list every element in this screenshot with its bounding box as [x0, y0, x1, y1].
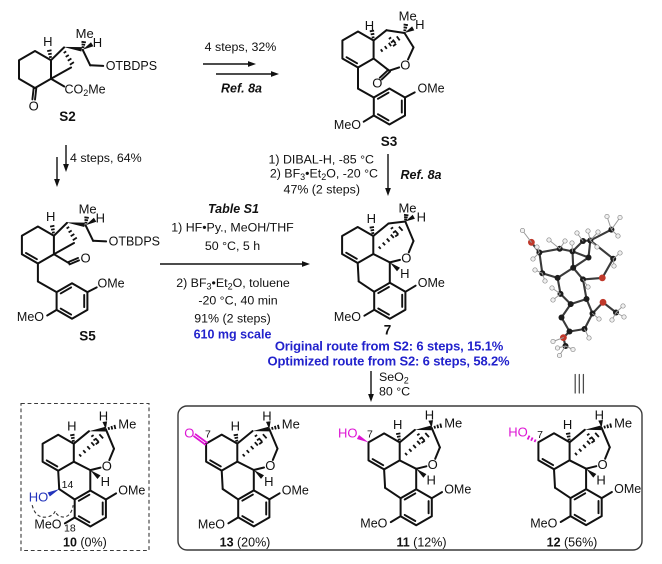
- svg-text:H: H: [367, 211, 376, 226]
- svg-text:Me: Me: [444, 415, 462, 430]
- svg-text:H: H: [393, 417, 402, 432]
- svg-text:O: O: [428, 457, 438, 472]
- svg-text:Me: Me: [76, 26, 94, 41]
- svg-text:18: 18: [64, 522, 76, 534]
- svg-text:H: H: [596, 473, 605, 488]
- svg-text:H: H: [43, 34, 52, 49]
- svg-text:-20 °C, 40 min: -20 °C, 40 min: [198, 294, 277, 308]
- svg-text:H: H: [427, 473, 436, 488]
- svg-text:O: O: [401, 251, 411, 266]
- svg-text:Me: Me: [399, 9, 417, 24]
- svg-text:MeO: MeO: [334, 118, 361, 132]
- svg-text:HO: HO: [29, 490, 49, 505]
- svg-text:14: 14: [62, 479, 74, 491]
- svg-text:MeO: MeO: [334, 310, 361, 324]
- svg-text:47% (2 steps): 47% (2 steps): [284, 183, 360, 197]
- svg-text:OMe: OMe: [614, 482, 641, 496]
- svg-text:S5: S5: [79, 329, 96, 344]
- svg-text:H: H: [231, 418, 240, 433]
- svg-text:2) BF3​•Et2​O, -20 °C: 2) BF3​•Et2​O, -20 °C: [270, 167, 378, 183]
- svg-text:Me: Me: [614, 415, 632, 430]
- svg-text:SeO2​: SeO2​: [379, 370, 409, 386]
- svg-text:2) BF3​•Et2​O, toluene: 2) BF3​•Et2​O, toluene: [176, 276, 290, 292]
- svg-text:OTBDPS: OTBDPS: [109, 234, 160, 248]
- svg-text:CO2​Me: CO2​Me: [65, 83, 106, 99]
- svg-text:11 (12%): 11 (12%): [396, 536, 446, 550]
- svg-text:Me: Me: [118, 417, 136, 432]
- svg-text:80 °C: 80 °C: [379, 385, 410, 399]
- svg-text:O: O: [102, 458, 112, 473]
- svg-text:OMe: OMe: [444, 482, 471, 496]
- svg-text:7: 7: [384, 323, 392, 338]
- svg-text:H: H: [415, 17, 424, 32]
- svg-text:Table S1: Table S1: [208, 202, 259, 216]
- svg-text:O: O: [598, 457, 608, 472]
- svg-text:H: H: [417, 209, 426, 224]
- svg-text:13 (20%): 13 (20%): [220, 536, 271, 550]
- svg-text:H: H: [96, 210, 105, 225]
- svg-text:H: H: [99, 409, 108, 424]
- svg-text:H: H: [425, 407, 434, 422]
- svg-text:Me: Me: [79, 202, 97, 217]
- svg-text:OMe: OMe: [98, 276, 125, 290]
- svg-text:MeO: MeO: [360, 516, 387, 530]
- svg-text:MeO: MeO: [34, 518, 61, 532]
- svg-text:1) DIBAL-H, -85 °C: 1) DIBAL-H, -85 °C: [269, 153, 375, 167]
- svg-text:H: H: [595, 407, 604, 422]
- svg-text:MeO: MeO: [198, 518, 225, 532]
- svg-text:Optimized route from S2: 6 ste: Optimized route from S2: 6 steps, 58.2%: [268, 354, 511, 369]
- svg-text:50 °C, 5 h: 50 °C, 5 h: [205, 239, 260, 253]
- svg-text:S2: S2: [59, 109, 76, 124]
- svg-text:H: H: [365, 18, 374, 33]
- svg-text:OTBDPS: OTBDPS: [106, 59, 157, 73]
- svg-text:H: H: [46, 209, 55, 224]
- svg-text:S3: S3: [381, 134, 398, 149]
- svg-text:MeO: MeO: [530, 516, 557, 530]
- svg-text:H: H: [264, 474, 273, 489]
- svg-text:Me: Me: [398, 201, 416, 216]
- svg-text:OMe: OMe: [418, 81, 445, 95]
- svg-text:91% (2 steps): 91% (2 steps): [194, 312, 270, 326]
- svg-text:H: H: [400, 266, 409, 281]
- svg-text:O: O: [184, 425, 194, 440]
- svg-text:OMe: OMe: [418, 276, 445, 290]
- svg-text:Original route from S2: 6 step: Original route from S2: 6 steps, 15.1%: [275, 339, 504, 354]
- svg-text:O: O: [265, 458, 275, 473]
- svg-text:4 steps, 64%: 4 steps, 64%: [70, 151, 142, 165]
- svg-text:H: H: [262, 409, 271, 424]
- svg-text:Ref. 8a: Ref. 8a: [401, 168, 442, 182]
- svg-text:O: O: [372, 76, 382, 91]
- svg-text:HO: HO: [338, 425, 358, 440]
- svg-text:H: H: [67, 419, 76, 434]
- svg-text:O: O: [400, 58, 410, 73]
- svg-text:4 steps, 32%: 4 steps, 32%: [205, 40, 277, 54]
- svg-text:7: 7: [205, 429, 211, 441]
- svg-text:7: 7: [367, 428, 373, 440]
- svg-text:H: H: [563, 417, 572, 432]
- svg-text:H: H: [93, 35, 102, 50]
- svg-text:OMe: OMe: [118, 484, 145, 498]
- svg-text:HO: HO: [508, 425, 528, 440]
- svg-text:MeO: MeO: [17, 310, 44, 324]
- svg-text:Me: Me: [282, 417, 300, 432]
- svg-text:1) HF•Py., MeOH/THF: 1) HF•Py., MeOH/THF: [171, 221, 294, 235]
- svg-text:610 mg scale: 610 mg scale: [194, 328, 272, 342]
- svg-text:7: 7: [537, 429, 543, 441]
- svg-text:Ref. 8a: Ref. 8a: [221, 82, 262, 96]
- svg-text:O: O: [29, 99, 39, 114]
- svg-text:O: O: [80, 250, 90, 265]
- svg-text:OMe: OMe: [282, 484, 309, 498]
- svg-text:10 (0%): 10 (0%): [63, 536, 107, 550]
- svg-text:H: H: [101, 474, 110, 489]
- svg-text:12 (56%): 12 (56%): [547, 536, 598, 550]
